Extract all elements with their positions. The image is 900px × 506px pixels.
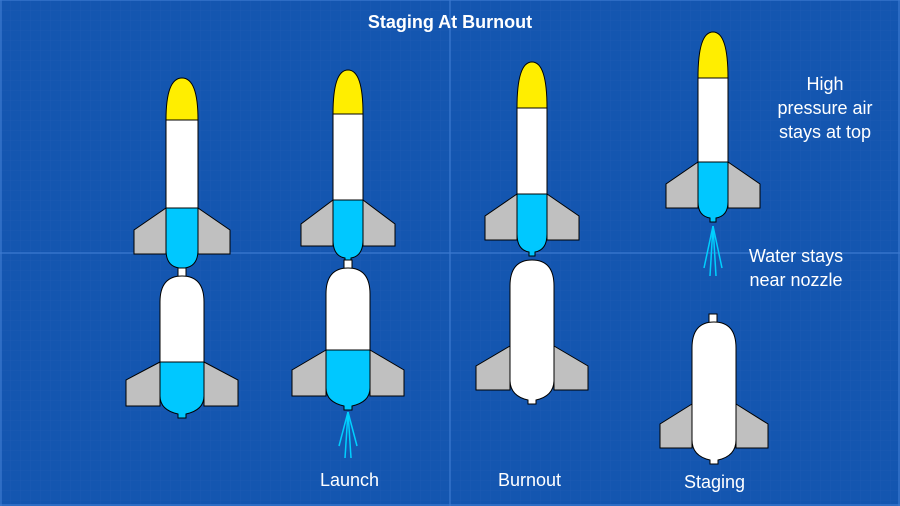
rocket-2-upper-stage [300,69,396,263]
label-staging: Staging [684,472,746,492]
rocket-1-lower-air [159,275,205,363]
note-high-pressure-line-3: stays at top [778,122,872,142]
label-burnout: Burnout [498,470,562,490]
rocket-3-nose-cone [516,61,548,109]
note-water-line-2: near nozzle [749,270,843,290]
rocket-2-lower-water [325,349,371,411]
rocket-2-lower-stage [291,259,405,411]
rocket-1-upper-air [165,119,199,209]
rocket-1-lower-water [159,361,205,419]
rocket-2-upper-water [332,199,364,263]
label-launch: Launch [320,470,380,490]
rocket-4-nose-cone [697,31,729,79]
rocket-3-lower-stage [475,259,589,405]
rocket-4-water [697,161,729,223]
note-high-pressure-air: High pressure air stays at top [770,72,880,144]
rocket-4-upper-stage [665,31,761,223]
rocket-4-air [697,77,729,163]
rocket-2-lower-air [325,267,371,351]
rocket-3-upper-water [516,193,548,257]
rocket-3-lower-empty [509,259,555,405]
diagram-title: Staging At Burnout [367,12,533,32]
rocket-1-lower-stage [125,267,239,419]
rocket-4-water-jet [703,225,723,277]
rocket-5-empty [691,321,737,465]
rocket-1-upper-stage [133,77,231,271]
rocket-2-water-jet [338,411,358,459]
rocket-1-upper-water [165,207,199,271]
rocket-1-nose-cone [165,77,199,121]
rocket-5-lower-stage [659,313,769,465]
rocket-2-nose-cone [332,69,364,115]
note-water-line-1: Water stays [748,246,844,266]
note-high-pressure-line-2: pressure air [777,98,873,118]
rocket-2-upper-air [332,113,364,201]
note-high-pressure-line-1: High [806,74,844,94]
rocket-3-upper-air [516,107,548,195]
rocket-3-upper-stage [484,61,580,257]
note-water-near-nozzle: Water stays near nozzle [736,244,856,292]
